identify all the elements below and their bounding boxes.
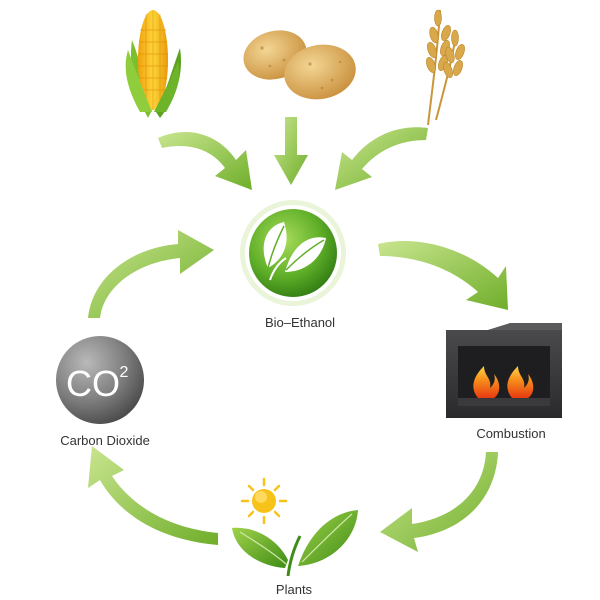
leaf-icon <box>263 222 326 281</box>
bio-ethanol-label: Bio–Ethanol <box>264 315 336 330</box>
sprout-sun-icon <box>232 477 358 577</box>
arrow-wheat-to-ethanol <box>335 127 428 190</box>
co2-badge-text: CO <box>66 363 120 404</box>
carbon-dioxide-node: CO 2 <box>56 336 144 424</box>
arrow-co2-to-ethanol <box>88 230 214 318</box>
carbon-dioxide-label: Carbon Dioxide <box>60 433 150 448</box>
co2-badge-subscript: 2 <box>120 364 129 381</box>
arrow-combustion-to-plants <box>380 452 498 552</box>
arrow-corn-to-ethanol <box>158 132 252 190</box>
corn-icon <box>125 10 182 118</box>
flame-icon <box>473 366 534 398</box>
bio-ethanol-node <box>240 200 346 306</box>
arrow-plants-to-co2 <box>88 446 218 545</box>
fireplace-icon <box>446 323 562 418</box>
sun-icon <box>240 477 288 525</box>
arrow-potatoes-to-ethanol <box>274 117 308 185</box>
combustion-label: Combustion <box>476 426 546 441</box>
arrow-ethanol-to-combustion <box>378 241 508 310</box>
wheat-icon <box>426 9 465 126</box>
potatoes-icon <box>243 30 356 100</box>
plants-label: Plants <box>275 582 313 597</box>
